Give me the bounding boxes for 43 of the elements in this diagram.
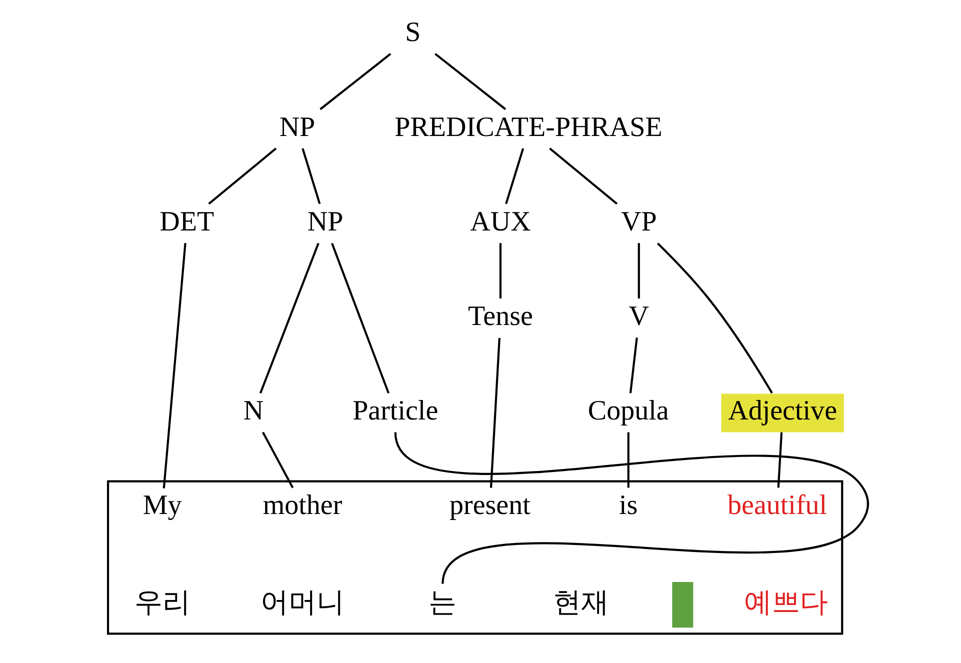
- connector: [434, 53, 506, 110]
- node-text: S: [404, 17, 420, 48]
- connector: [626, 432, 629, 488]
- node-bar: [672, 582, 693, 628]
- node-text: My: [142, 490, 182, 522]
- node-text: is: [618, 490, 638, 522]
- connector: [394, 432, 868, 584]
- connector: [656, 242, 772, 394]
- cluster: [106, 480, 843, 635]
- node-text: 현재: [552, 587, 609, 618]
- connector: [162, 242, 186, 488]
- node-text: AUX: [470, 206, 530, 238]
- node-text: Particle: [352, 396, 438, 427]
- connector: [637, 243, 640, 298]
- node-text: N: [242, 396, 264, 427]
- connector: [489, 338, 500, 488]
- connector: [330, 242, 390, 394]
- node-text: 는: [428, 587, 456, 618]
- connector: [258, 242, 319, 394]
- connector: [208, 148, 276, 205]
- node-text: Tense: [468, 301, 532, 332]
- node-text: V: [628, 301, 649, 332]
- node-text: 예쁘다: [744, 587, 828, 618]
- node-text: mother: [262, 490, 342, 522]
- node-text: NP: [306, 206, 343, 238]
- node-text: NP: [278, 112, 315, 143]
- connector: [628, 338, 638, 394]
- connector: [301, 148, 320, 204]
- node-text: 어머니: [260, 587, 344, 618]
- node-box: Adjective: [720, 394, 844, 432]
- connector: [261, 432, 294, 488]
- node-text: PREDICATE-PHRASE: [394, 112, 662, 143]
- node-text: Copula: [587, 396, 668, 427]
- node-text: beautiful: [727, 490, 827, 522]
- node-text: present: [449, 490, 530, 522]
- connector: [504, 148, 524, 204]
- connector: [776, 432, 782, 488]
- node-text: DET: [159, 206, 214, 238]
- node-text: VP: [620, 206, 656, 238]
- connector: [319, 53, 391, 110]
- node-text: 우리: [134, 587, 190, 618]
- connector: [498, 243, 502, 298]
- connector: [548, 148, 618, 205]
